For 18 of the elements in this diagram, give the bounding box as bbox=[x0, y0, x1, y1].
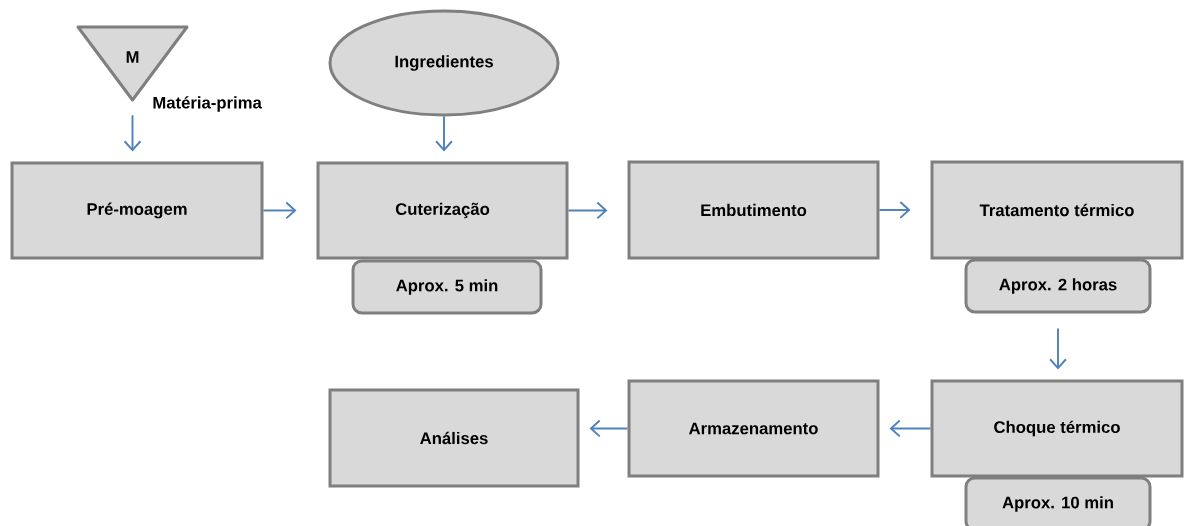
process-box: Armazenamento bbox=[627, 379, 880, 478]
arrow bbox=[123, 114, 142, 152]
process-box: Tratamento térmico bbox=[930, 160, 1184, 260]
arrow bbox=[589, 419, 629, 438]
arrow bbox=[889, 419, 932, 438]
arrow bbox=[1049, 327, 1067, 370]
duration-box: Aprox. 5 min bbox=[351, 259, 543, 315]
process-box: Cuterização bbox=[316, 161, 569, 260]
process-box: Embutimento bbox=[627, 160, 880, 260]
duration-box: Aprox. 2 horas bbox=[964, 258, 1152, 314]
process-box: Análises bbox=[328, 388, 580, 488]
arrow bbox=[435, 115, 453, 152]
arrow bbox=[567, 201, 608, 220]
arrow bbox=[878, 201, 911, 219]
arrow bbox=[262, 201, 297, 220]
duration-box: Aprox. 10 min bbox=[964, 476, 1152, 526]
process-box: Pré-moagem bbox=[10, 161, 264, 260]
process-box: Choque térmico bbox=[930, 379, 1184, 478]
